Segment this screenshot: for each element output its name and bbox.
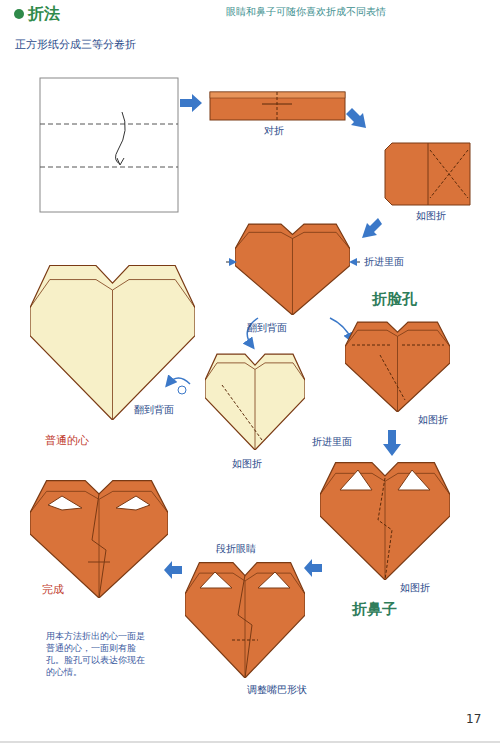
subtitle-note: 眼睛和鼻子可随你喜欢折成不同表情 [226, 6, 386, 18]
step-label: 折进里面 [312, 436, 352, 448]
result-label: 普通的心 [45, 434, 89, 447]
drawing-line [402, 345, 444, 346]
drawing-use [185, 563, 305, 678]
drawing-circle [178, 386, 186, 394]
step-label: 折进里面 [364, 256, 404, 268]
drawing-line [277, 92, 278, 120]
drawing-use [320, 463, 450, 580]
step-label: 如图折 [400, 582, 430, 594]
drawing-line [226, 262, 234, 263]
drawing-line [430, 150, 468, 198]
drawing-polygon [398, 470, 430, 490]
drawing-line [0, 742, 500, 743]
step-heading: 折鼻子 [352, 600, 397, 618]
drawing-line [352, 262, 360, 263]
drawing-polygon [48, 496, 82, 510]
drawing-line [428, 143, 429, 205]
drawing-polygon [346, 108, 366, 128]
drawing-rect [40, 78, 178, 212]
drawing-line [380, 355, 405, 400]
step-label: 对折 [264, 125, 284, 137]
note-text: 用本方法折出的心一面是普通的心，一面则有脸孔。脸孔可以表达你现在的心情。 [46, 630, 150, 679]
drawing-line [232, 640, 258, 641]
drawing-line [222, 385, 262, 440]
step-label: 翻到背面 [134, 404, 174, 416]
drawing-polygon [340, 470, 372, 490]
drawing-line [262, 104, 292, 105]
drawing-use [30, 266, 195, 420]
drawing-polygon [164, 561, 182, 579]
step-label: 如图折 [232, 458, 262, 470]
page-number: 17 [466, 712, 481, 726]
drawing-polyline [92, 494, 106, 598]
drawing-circle [14, 9, 24, 19]
step-heading: 折脸孔 [372, 290, 417, 308]
page-title: 折法 [28, 4, 60, 23]
drawing-use [345, 322, 450, 412]
step-label: 如图折 [418, 414, 448, 426]
drawing-polygon [304, 559, 322, 577]
drawing-path [168, 378, 190, 384]
drawing-line [40, 167, 178, 168]
drawing-rect [210, 92, 345, 120]
drawing-use [30, 481, 168, 598]
drawing-polygon [385, 143, 470, 205]
drawing-line [88, 562, 110, 563]
step-label: 如图折 [416, 210, 446, 222]
step-label: 段折眼睛 [216, 543, 256, 555]
drawing-path [330, 318, 352, 340]
drawing-path [117, 158, 124, 165]
step-label: 调整嘴巴形状 [247, 684, 307, 696]
drawing-polygon [200, 572, 232, 588]
drawing-polyline [378, 478, 392, 580]
step-instruction: 正方形纸分成三等分卷折 [15, 38, 136, 51]
drawing-line [430, 150, 468, 198]
result-label: 完成 [42, 583, 64, 596]
drawing-line [352, 345, 392, 346]
drawing-polygon [258, 572, 290, 588]
drawing-line [40, 124, 178, 125]
drawing-polygon [116, 496, 150, 510]
drawing-path [115, 112, 125, 164]
drawing-polygon [362, 218, 382, 238]
drawing-polygon [180, 94, 202, 112]
drawing-polygon [383, 430, 401, 456]
drawing-polyline [238, 575, 252, 678]
drawing-use [235, 224, 350, 315]
step-label: 翻到背面 [247, 322, 287, 334]
drawing-use [205, 354, 305, 450]
